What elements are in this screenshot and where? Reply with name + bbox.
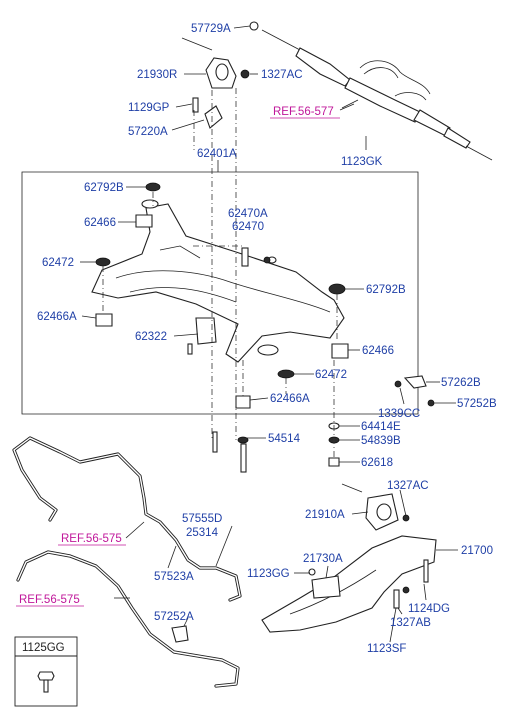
label-62472-right: 62472 xyxy=(315,369,347,381)
label-57555D: 57555D xyxy=(182,513,222,525)
ref-56-575-upper: REF.56-575 xyxy=(61,533,122,545)
label-25314: 25314 xyxy=(186,527,219,539)
legend-box-1125gg: 1125GG xyxy=(14,636,78,707)
label-1124DG: 1124DG xyxy=(408,603,450,615)
label-57262B: 57262B xyxy=(441,377,481,389)
label-62322: 62322 xyxy=(135,331,167,343)
label-21930R: 21930R xyxy=(137,69,177,81)
label-21730A: 21730A xyxy=(303,553,343,565)
legend-title: 1125GG xyxy=(22,642,65,654)
crossmember xyxy=(91,199,345,363)
ref-56-577: REF.56-577 xyxy=(273,106,334,118)
label-1339CC: 1339CC xyxy=(378,408,420,420)
lower-bolts xyxy=(212,375,435,473)
steering-gear-assembly xyxy=(249,21,493,161)
bolt-icon xyxy=(37,671,55,693)
pressure-hose xyxy=(12,436,242,602)
leader-lines xyxy=(80,25,458,643)
label-1123GK: 1123GK xyxy=(341,156,383,168)
washer-62472-left xyxy=(95,257,111,267)
assembly-lines xyxy=(102,88,338,458)
label-54514: 54514 xyxy=(268,433,301,445)
label-57220A: 57220A xyxy=(128,126,168,138)
label-62466-left: 62466 xyxy=(84,217,116,229)
label-62401A: 62401A xyxy=(197,148,237,160)
washer-62472-right xyxy=(277,369,295,379)
label-21910A: 21910A xyxy=(305,509,345,521)
washer-62792B-right xyxy=(328,283,346,295)
label-21700: 21700 xyxy=(461,545,493,557)
bushing-62466-right xyxy=(331,343,349,359)
label-62470A: 62470A xyxy=(228,208,268,220)
label-57252A: 57252A xyxy=(154,611,194,623)
label-1123SF: 1123SF xyxy=(367,643,406,655)
label-57523A: 57523A xyxy=(154,571,194,583)
bracket-21730A xyxy=(311,575,341,599)
label-57729A: 57729A xyxy=(191,23,231,35)
label-62472-left: 62472 xyxy=(42,257,74,269)
bolt-left xyxy=(212,431,218,453)
bushing-62466-left xyxy=(135,214,153,228)
part-labels: 57729A 21930R 1327AC 1129GP 57220A 1123G… xyxy=(37,23,497,655)
washer-62792B-left xyxy=(145,182,161,192)
label-57252B: 57252B xyxy=(457,398,497,410)
bushing-62466A-bottom xyxy=(235,395,251,409)
rear-crossmember xyxy=(261,483,437,633)
bolt-54514 xyxy=(240,443,247,473)
return-hose xyxy=(16,550,240,688)
reference-labels: REF.56-577 REF.56-575 REF.56-575 xyxy=(16,106,340,607)
label-1129GP: 1129GP xyxy=(128,102,170,114)
label-1123GG: 1123GG xyxy=(247,568,290,580)
label-62618: 62618 xyxy=(361,457,393,469)
front-mount-bracket xyxy=(181,37,250,129)
label-54839B: 54839B xyxy=(361,435,401,447)
label-62792B-left: 62792B xyxy=(84,182,124,194)
ref-56-575-lower: REF.56-575 xyxy=(19,594,80,606)
bushing-62466A-left xyxy=(95,313,113,327)
crossmember-box xyxy=(21,160,419,415)
label-62792B-right: 62792B xyxy=(366,284,406,296)
bolt-62470 xyxy=(241,247,249,267)
label-62470: 62470 xyxy=(232,221,264,233)
label-62466A-left: 62466A xyxy=(37,311,77,323)
clamp-57262B xyxy=(403,375,427,389)
label-1327AB: 1327AB xyxy=(390,617,431,629)
label-62466A-bottom: 62466A xyxy=(270,393,310,405)
label-1327AC-bottom: 1327AC xyxy=(387,480,429,492)
label-64414E: 64414E xyxy=(361,421,401,433)
label-1327AC-top: 1327AC xyxy=(261,69,303,81)
label-62466-right: 62466 xyxy=(362,345,394,357)
